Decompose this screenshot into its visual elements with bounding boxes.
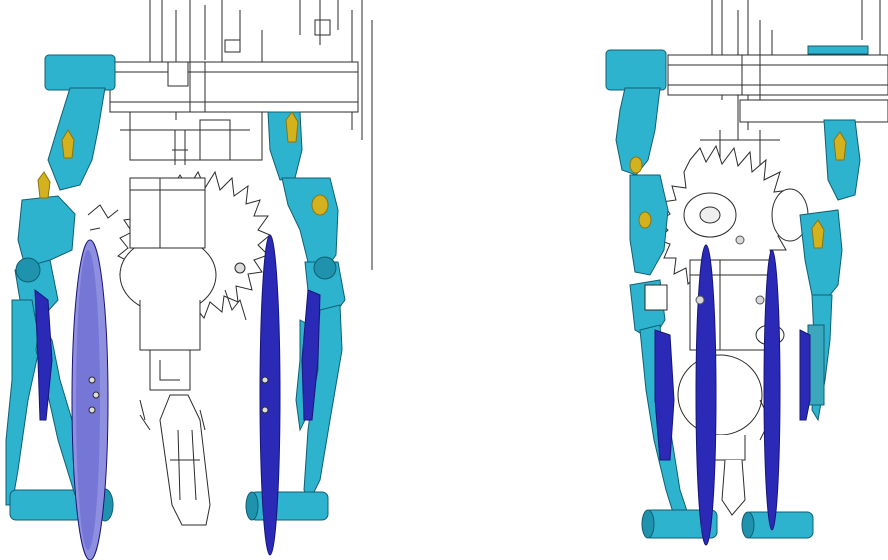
bolt-icon bbox=[695, 235, 765, 305]
frame-lineart-a bbox=[109, 0, 373, 270]
hub-housing-a bbox=[129, 177, 206, 249]
opener-disc-right-b bbox=[763, 249, 811, 531]
adjustment-pin-icon bbox=[629, 131, 847, 249]
inner-disc-a bbox=[34, 288, 321, 421]
frame-lineart-b bbox=[667, 0, 888, 181]
view-b bbox=[605, 0, 888, 546]
opener-disc-left-a bbox=[71, 239, 109, 560]
seed-tube-a bbox=[139, 300, 211, 526]
adjustment-pin-icon bbox=[37, 111, 329, 216]
hub-b bbox=[677, 354, 763, 436]
opener-disc-left-b bbox=[654, 244, 717, 546]
bolt-icon bbox=[234, 262, 246, 274]
opener-disc-right-a bbox=[259, 234, 281, 556]
view-a bbox=[5, 0, 373, 560]
